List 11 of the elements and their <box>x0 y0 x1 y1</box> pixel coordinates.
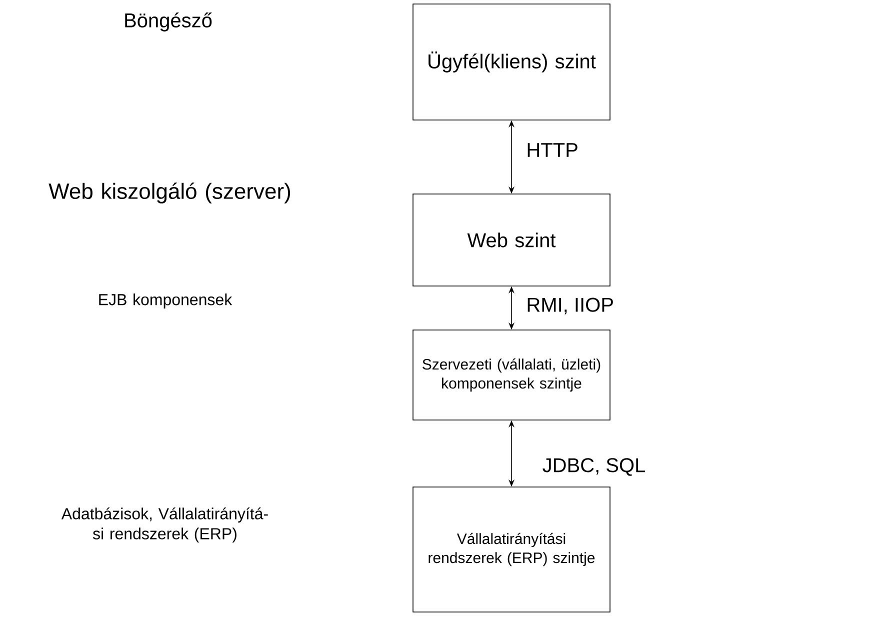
edge-label: JDBC, SQL <box>541 457 647 477</box>
tier-box: Szervezeti (vállalati, üzleti) komponensek szintje <box>412 330 610 420</box>
edge-label: RMI, IIOP <box>525 296 615 316</box>
side-label: Web kiszolgáló (szerver) <box>48 182 290 204</box>
tier-box: Web szint <box>412 194 610 286</box>
tier-box: Ügyfél(kliens) szint <box>412 4 610 120</box>
side-label: EJB komponensek <box>99 294 232 308</box>
side-label: Adatbázisok, Vállalatirányítá- si rendszerek (ERP) <box>61 507 268 543</box>
edge-label: HTTP <box>525 142 580 158</box>
side-label: Böngésző <box>125 12 212 32</box>
tier-box: Vállalatirányítási rendszerek (ERP) szintje <box>412 486 610 612</box>
